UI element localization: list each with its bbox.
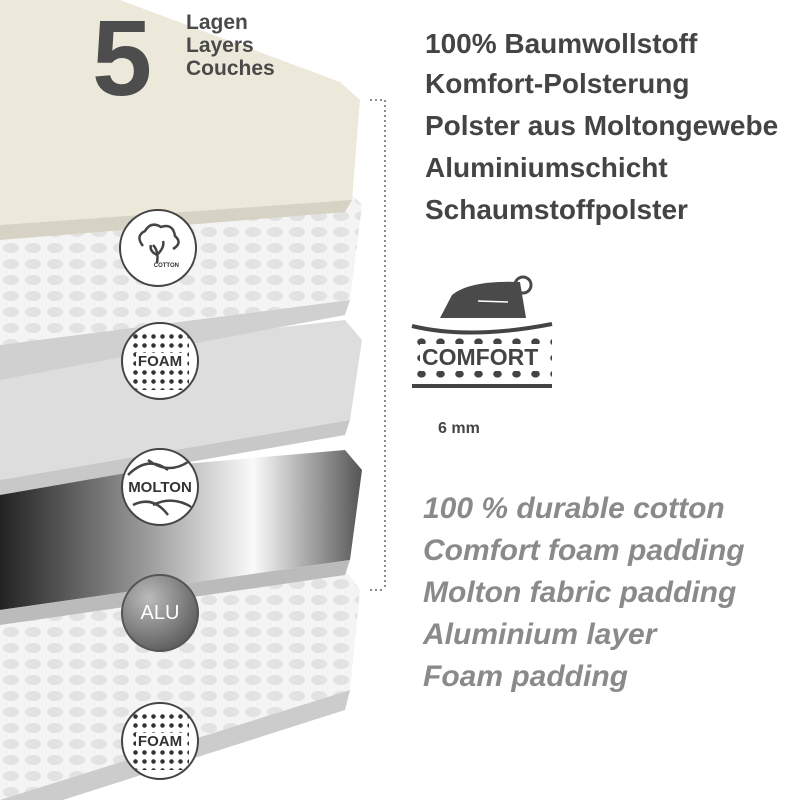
layer-count: 5	[92, 0, 153, 118]
layer-cotton	[0, 0, 360, 240]
english-2: Comfort foam padding	[423, 534, 745, 567]
label-lagen: Lagen	[186, 11, 248, 34]
cotton-icon: COTTON	[119, 209, 197, 287]
foam-icon: FOAM	[121, 322, 199, 400]
molton-icon: MOLTON	[121, 448, 199, 526]
german-2: Komfort-Polsterung	[425, 68, 690, 99]
label-couches: Couches	[186, 57, 275, 80]
english-1: 100 % durable cotton	[423, 492, 725, 525]
german-4: Aluminiumschicht	[425, 152, 668, 183]
label-layers: Layers	[186, 34, 254, 57]
english-5: Foam padding	[423, 660, 628, 693]
thickness: 6 mm	[438, 420, 480, 437]
english-4: Aluminium layer	[423, 618, 657, 651]
german-5: Schaumstoffpolster	[425, 194, 688, 225]
alu-icon: ALU	[121, 574, 199, 652]
german-1: 100% Baumwollstoff	[425, 28, 698, 59]
english-3: Molton fabric padding	[423, 576, 737, 609]
german-3: Polster aus Moltongewebe	[425, 110, 779, 141]
comfort-label: COMFORT	[420, 344, 541, 371]
foam-icon-bottom: FOAM	[121, 702, 199, 780]
comfort-pad-icon	[411, 322, 553, 388]
iron-icon	[440, 275, 533, 318]
